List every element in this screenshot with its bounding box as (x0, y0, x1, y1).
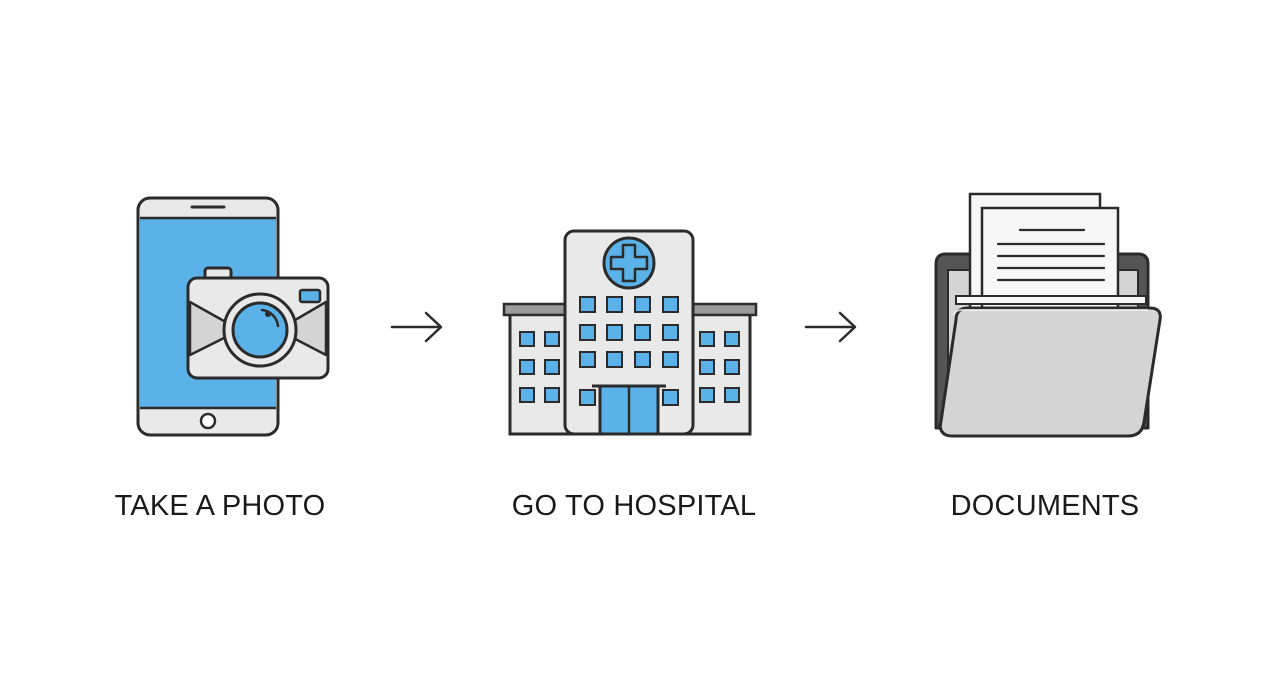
step-label: TAKE A PHOTO (114, 490, 326, 522)
step-label: DOCUMENTS (950, 490, 1140, 522)
document-folder-icon (934, 192, 1162, 438)
arrow-right-icon (804, 311, 857, 343)
phone-camera-icon (136, 196, 330, 437)
step-label: GO TO HOSPITAL (511, 490, 757, 522)
hospital-building-icon (502, 229, 758, 436)
arrow-right-icon (390, 311, 443, 343)
